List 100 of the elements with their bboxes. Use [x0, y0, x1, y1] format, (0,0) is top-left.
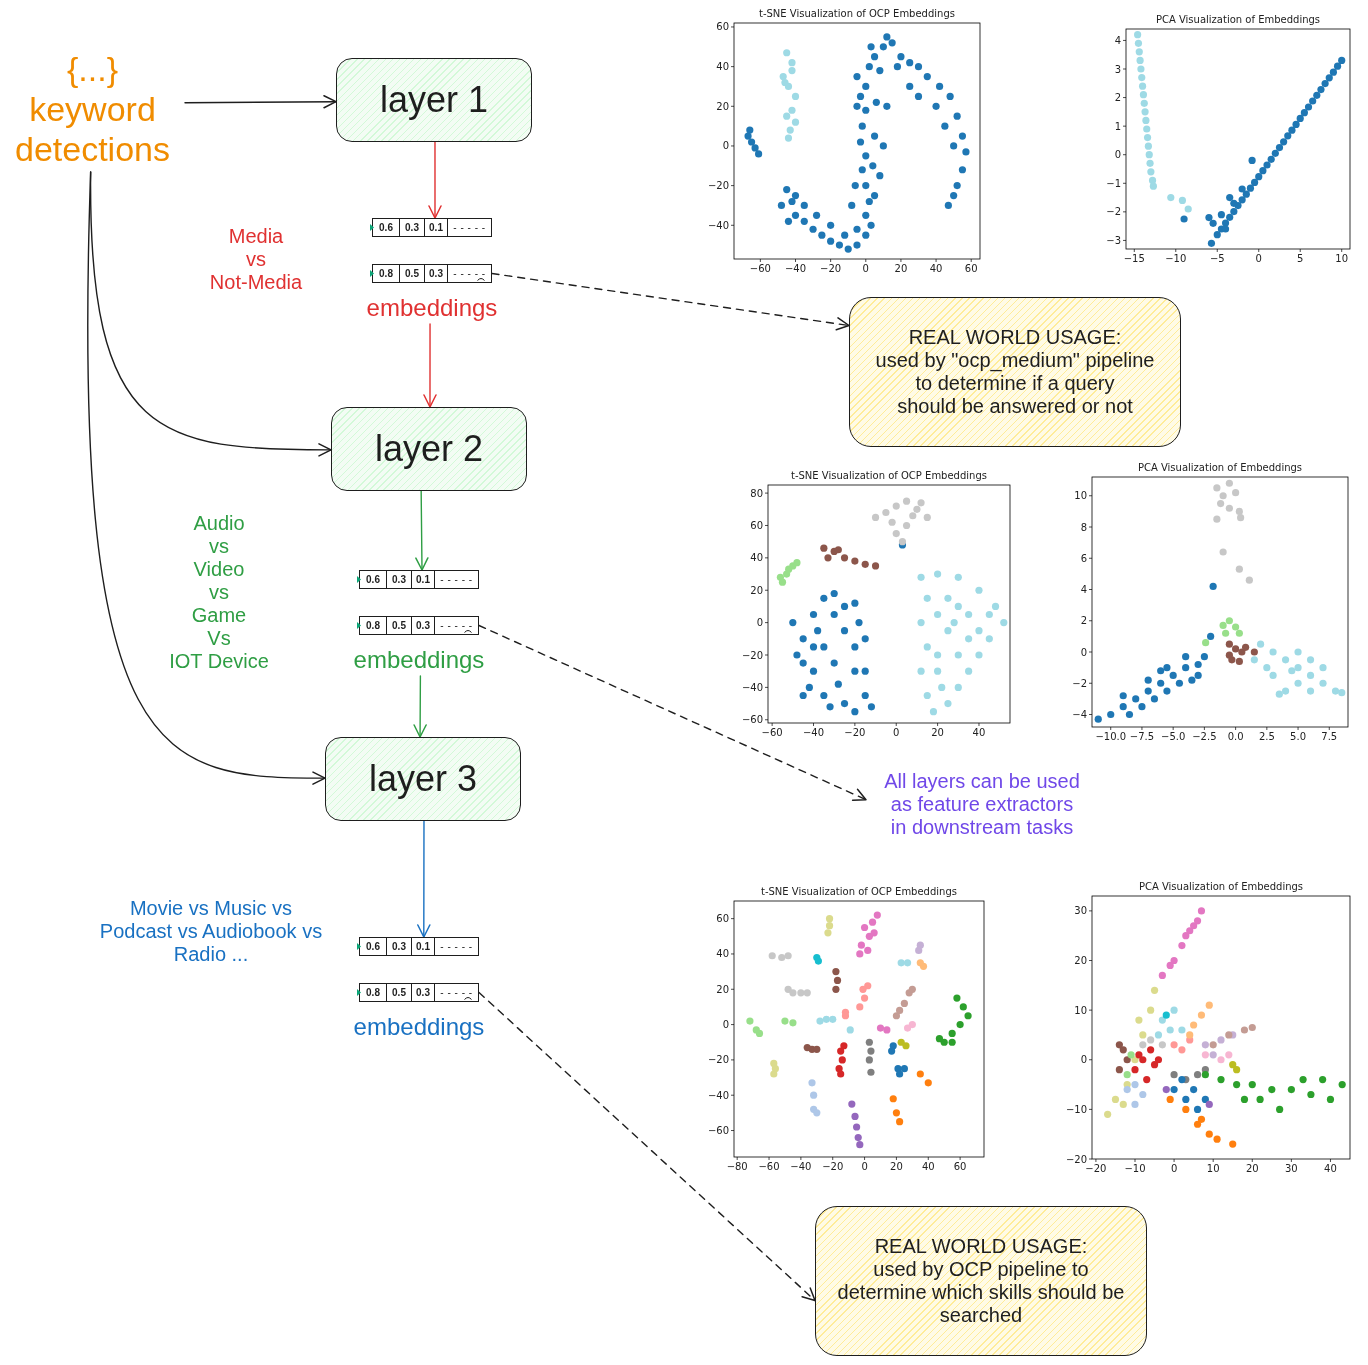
point: [1219, 548, 1227, 556]
point: [1229, 1061, 1237, 1069]
point: [1115, 1066, 1123, 1074]
point: [1201, 1051, 1209, 1059]
point: [1222, 629, 1230, 637]
point: [861, 560, 869, 568]
point: [975, 627, 983, 635]
point: [1119, 1046, 1127, 1054]
tick-label: −2.5: [1192, 731, 1217, 742]
point: [771, 1065, 779, 1073]
tick-label: 10: [1206, 1163, 1220, 1174]
point: [944, 627, 952, 635]
point: [865, 932, 873, 940]
layer-label: layer 3: [368, 758, 478, 800]
point: [848, 1100, 856, 1108]
point: [814, 957, 822, 965]
point: [975, 651, 983, 659]
vector-value: 0.8: [365, 986, 381, 1000]
point: [851, 557, 859, 565]
point: [829, 1015, 837, 1023]
tick-label: 0: [1080, 1054, 1087, 1066]
point: [864, 982, 872, 990]
point: [1166, 961, 1174, 970]
point: [861, 691, 869, 700]
point: [1225, 640, 1233, 648]
tick-label: 40: [1324, 1163, 1337, 1174]
vector-value: 0.3: [411, 984, 434, 1001]
point: [1119, 692, 1127, 700]
point: [1150, 1061, 1159, 1069]
tick-label: −2: [1106, 206, 1121, 218]
chart-title: t-SNE Visualization of OCP Embeddings: [761, 886, 957, 897]
point: [1150, 695, 1159, 703]
point: [1154, 1056, 1163, 1064]
point: [857, 941, 865, 949]
point: [1338, 56, 1346, 65]
note-text: used by "ocp_medium" pipeline to determine if a query should be answered or not: [875, 349, 1155, 418]
point: [1123, 1071, 1131, 1079]
tick-label: −60: [707, 1125, 729, 1136]
point: [1158, 971, 1166, 979]
vector-value: 0.1: [424, 219, 447, 236]
point: [1182, 664, 1190, 672]
point: [1288, 667, 1296, 675]
arrow: [423, 323, 437, 408]
point: [1193, 917, 1202, 925]
tick-label: 20: [716, 983, 729, 995]
point: [778, 953, 786, 962]
point: [1162, 1011, 1170, 1019]
point: [1250, 178, 1259, 187]
point: [1145, 151, 1153, 159]
point: [783, 49, 791, 57]
point: [1248, 156, 1256, 165]
point: [1134, 31, 1142, 39]
point: [1213, 515, 1221, 523]
point: [1166, 1095, 1174, 1104]
point: [896, 1070, 904, 1078]
layer-label: layer 1: [379, 79, 489, 121]
point: [948, 1038, 956, 1046]
tick-label: 0: [861, 1161, 868, 1172]
point: [1197, 1115, 1206, 1123]
point: [789, 989, 797, 997]
tick-label: 0: [1255, 253, 1262, 264]
point: [917, 573, 925, 581]
layer-box: [325, 737, 521, 821]
point: [913, 505, 921, 513]
vector-row: [372, 264, 492, 283]
point: [788, 106, 796, 114]
tick-label: 20: [1074, 955, 1087, 966]
point: [1271, 149, 1279, 157]
point: [861, 635, 869, 643]
point: [830, 589, 838, 598]
point: [1138, 703, 1146, 711]
tick-label: 60: [953, 1161, 967, 1172]
point: [856, 1141, 864, 1149]
point: [1256, 640, 1265, 648]
point: [867, 1047, 875, 1055]
point: [1213, 1135, 1221, 1143]
point: [1201, 1095, 1209, 1104]
arrow: [415, 490, 429, 571]
point: [1194, 671, 1202, 680]
point: [1306, 687, 1315, 695]
point: [860, 923, 869, 932]
tick-label: 5.0: [1290, 731, 1306, 742]
point: [851, 667, 859, 675]
point: [1207, 239, 1216, 247]
vector-row: [359, 570, 479, 589]
point: [985, 610, 993, 619]
point: [1281, 687, 1290, 695]
point: [1193, 1105, 1202, 1113]
point: [1197, 1011, 1206, 1019]
point: [1219, 621, 1227, 630]
point: [1299, 1076, 1307, 1084]
tick-label: 4: [1080, 584, 1087, 595]
point: [851, 643, 859, 651]
vector-value: 0.3: [386, 938, 411, 955]
tick-label: 6: [1080, 552, 1087, 564]
tick-label: −5.0: [1161, 731, 1186, 742]
point: [934, 570, 942, 578]
point: [1221, 219, 1230, 227]
point: [953, 994, 961, 1002]
point: [830, 610, 838, 619]
